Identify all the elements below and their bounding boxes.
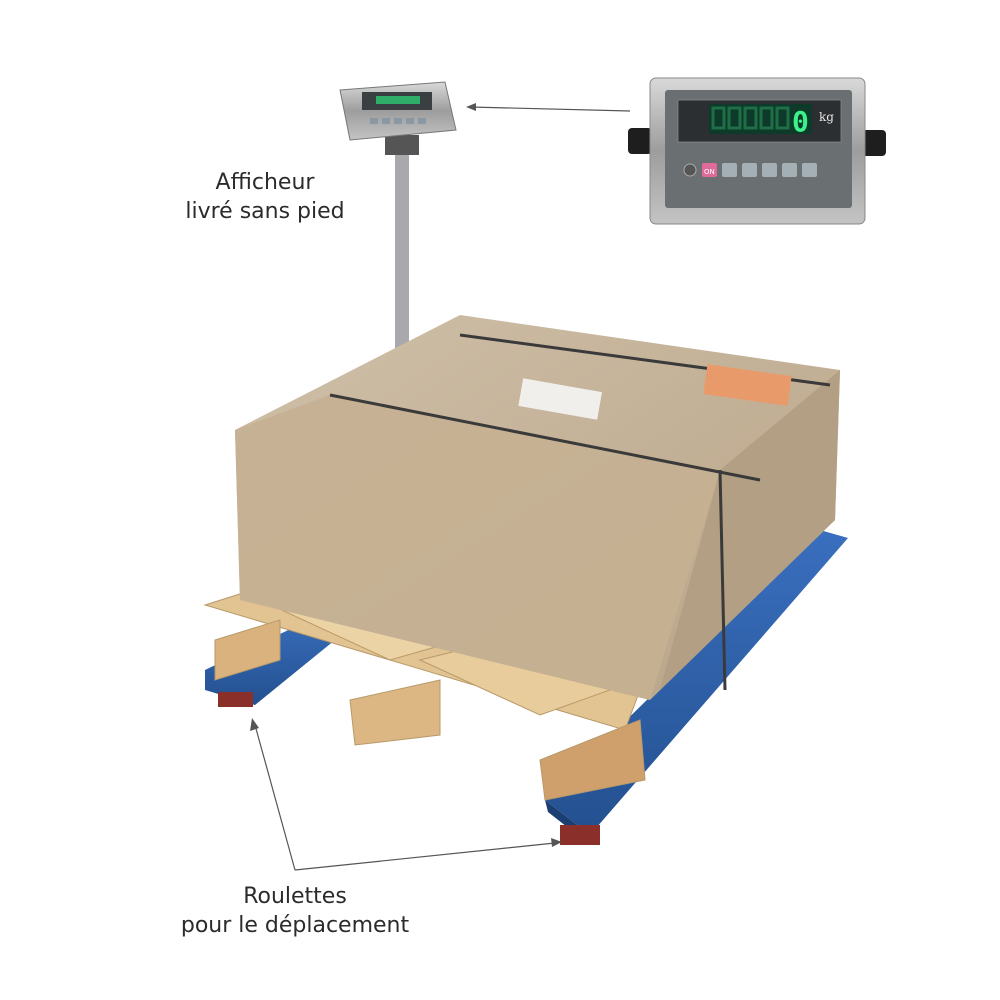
wheels-annotation-line2: pour le déplacement [180,913,410,938]
indicator-closeup: 0 kg ON [628,77,886,225]
on-button-label: ON [704,168,715,176]
keypad[interactable] [722,163,817,177]
display-reading: 0 [792,105,809,138]
wheels-annotation: Roulettes pour le déplacement [140,882,450,940]
column-pole [395,135,409,355]
wrapped-carton [235,315,840,700]
column-indicator [339,81,457,355]
arrow-head-icon [250,718,259,731]
power-button[interactable] [683,163,697,177]
wheel-left [218,692,253,707]
display-annotation: Afficheur livré sans pied [160,168,370,226]
wheel-right [560,825,600,845]
arrow-head-icon [551,838,562,847]
display-unit: kg [819,110,834,124]
arrow-line [469,106,631,112]
display-annotation-line1: Afficheur [215,170,315,195]
wheels-annotation-line1: Roulettes [243,884,347,909]
display-annotation-line2: livré sans pied [185,199,345,224]
arrow-head-icon [466,103,476,111]
on-button[interactable] [702,163,717,177]
wheel-arrows [254,724,556,871]
